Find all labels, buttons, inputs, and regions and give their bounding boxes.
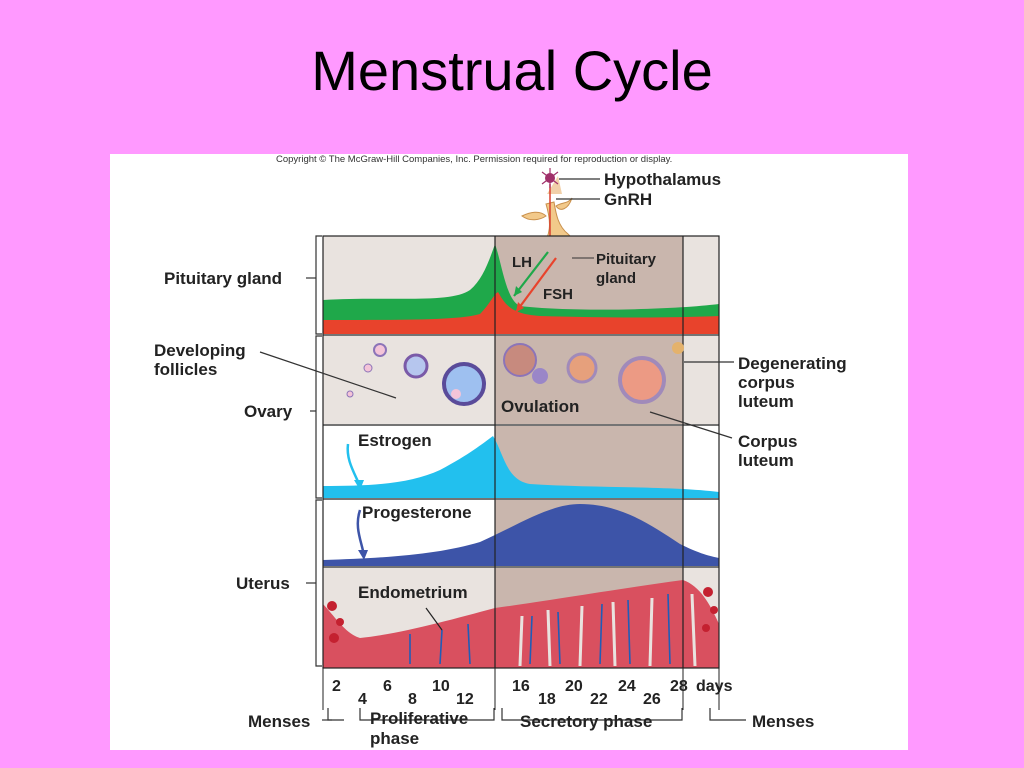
degenerating-corpus-luteum-label-line3: luteum	[738, 392, 794, 411]
phase-brackets	[322, 708, 746, 721]
day-axis	[322, 668, 720, 710]
developing-follicles	[346, 343, 486, 406]
endometrium-glands	[518, 593, 697, 667]
day-label: 22	[590, 691, 608, 708]
menses-left-label: Menses	[248, 712, 310, 731]
right-leaders	[649, 361, 734, 439]
estrogen-arrow-icon	[346, 443, 364, 490]
days-unit-label: days	[696, 678, 733, 695]
fsh-label: FSH	[543, 286, 573, 303]
corpus-luteum	[566, 352, 666, 404]
hypothalamus-neuron-icon	[541, 168, 559, 188]
day-label: 20	[565, 678, 583, 695]
pituitary-gland-label-line1: Pituitary	[596, 251, 657, 268]
slide-title: Menstrual Cycle	[311, 39, 713, 102]
degenerating-corpus-luteum-label-line2: corpus	[738, 373, 795, 392]
developing-follicles-label-line2: follicles	[154, 360, 217, 379]
gnrh-label: GnRH	[604, 190, 652, 209]
progesterone-label: Progesterone	[362, 503, 472, 522]
pituitary-gland-side-label: Pituitary gland	[164, 269, 282, 288]
ovary-label: Ovary	[244, 402, 293, 421]
ovulation-label: Ovulation	[501, 397, 579, 416]
day-label: 4	[358, 691, 367, 708]
lh-curve	[323, 244, 719, 334]
proliferative-phase-label-line1: Proliferative	[370, 709, 468, 728]
menses-fragments	[327, 587, 718, 643]
day-label: 6	[383, 678, 392, 695]
proliferative-phase-label-line2: phase	[370, 729, 419, 748]
corpus-luteum-label-line2: luteum	[738, 451, 794, 470]
day-label: 24	[618, 678, 636, 695]
chart-frame	[322, 235, 720, 669]
developing-follicles-label-line1: Developing	[154, 341, 246, 360]
estrogen-label: Estrogen	[358, 431, 432, 450]
ovulation-follicle	[503, 343, 548, 384]
degenerating-corpus-luteum-label-line1: Degenerating	[738, 354, 847, 373]
pituitary-gland-label-line2: gland	[596, 270, 636, 287]
uterus-label: Uterus	[236, 574, 290, 593]
endometrium-vessels	[409, 593, 671, 665]
figure-diagram: Copyright © The McGraw-Hill Companies, I…	[154, 154, 847, 748]
hypothalamus-label: Hypothalamus	[604, 170, 721, 189]
lh-label: LH	[512, 254, 532, 271]
secretory-phase-label: Secretory phase	[520, 712, 652, 731]
menstrual-cycle-figure: Copyright © The McGraw-Hill Companies, I…	[110, 154, 908, 750]
day-labels: 2 6 10 16 20 24 28 4 8 12 18 22 26 days	[332, 678, 733, 708]
left-brackets	[259, 235, 397, 667]
day-label: 28	[670, 678, 688, 695]
degenerating-corpus-luteum	[672, 342, 684, 354]
day-label: 12	[456, 691, 474, 708]
hormone-arrows	[513, 251, 557, 313]
day-label: 10	[432, 678, 450, 695]
copyright-text: Copyright © The McGraw-Hill Companies, I…	[276, 154, 672, 165]
menses-right-label: Menses	[752, 712, 814, 731]
day-label: 18	[538, 691, 556, 708]
day-label: 2	[332, 678, 341, 695]
fsh-curve	[323, 292, 719, 334]
day-label: 16	[512, 678, 530, 695]
day-label: 26	[643, 691, 661, 708]
estrogen-curve	[323, 436, 719, 498]
day-label: 8	[408, 691, 417, 708]
endometrium-label: Endometrium	[358, 583, 468, 602]
corpus-luteum-label-line1: Corpus	[738, 432, 798, 451]
progesterone-arrow-icon	[356, 509, 368, 560]
progesterone-curve	[323, 504, 719, 566]
